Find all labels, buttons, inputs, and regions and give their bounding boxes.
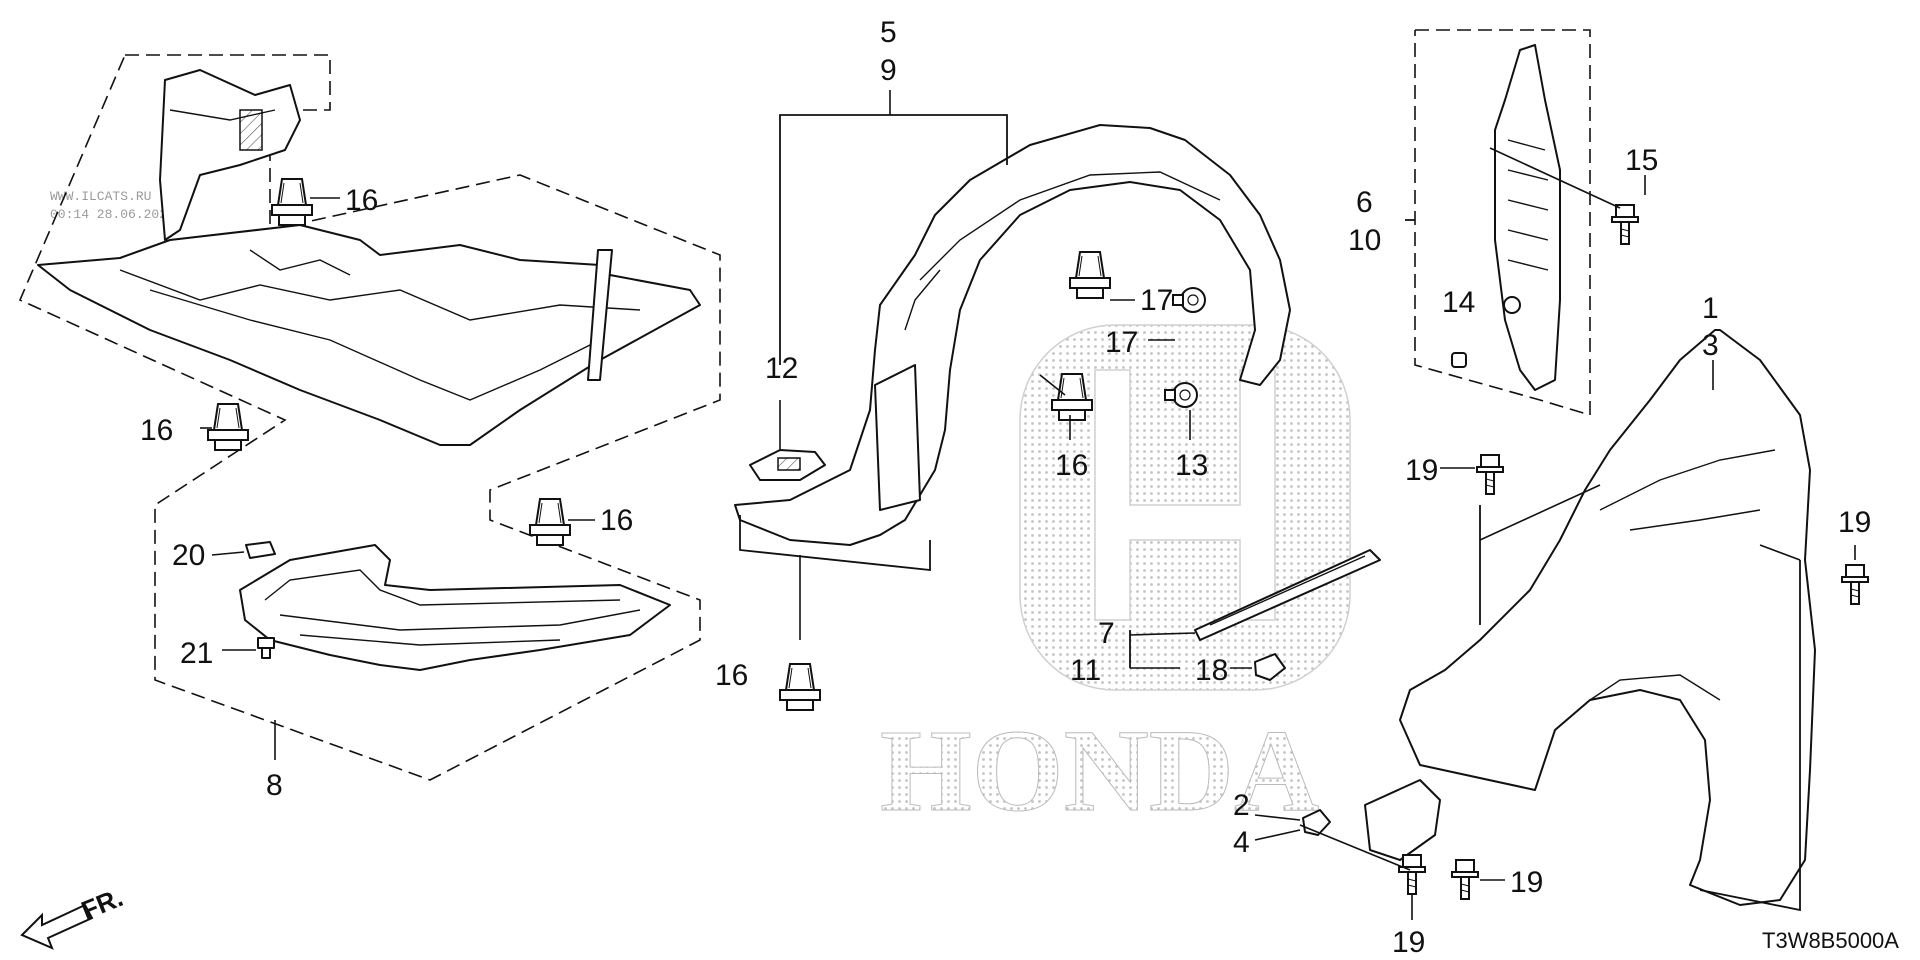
screw-part-21	[257, 637, 275, 659]
callout-2[interactable]: 2	[1233, 789, 1250, 822]
front-direction-indicator: FR.	[20, 882, 127, 950]
clip-part-20	[245, 541, 276, 559]
callout-labels: 5 9 16 16 16 16 16 17 17 13 12 20 21 8 6…	[140, 16, 1871, 959]
front-subframe-cover	[37, 224, 701, 446]
undercover-group	[18, 54, 721, 781]
callout-16-mid[interactable]: 16	[600, 504, 633, 537]
callout-18[interactable]: 18	[1195, 654, 1228, 687]
callout-8[interactable]: 8	[266, 769, 283, 802]
callout-15[interactable]: 15	[1625, 144, 1658, 177]
front-fender-panel	[1399, 329, 1816, 906]
callout-19-right[interactable]: 19	[1838, 506, 1871, 539]
fastener-16-top	[271, 178, 313, 226]
callout-19-upper[interactable]: 19	[1405, 454, 1438, 487]
bolt-19-bottom-right	[1451, 859, 1479, 900]
honda-logo-watermark: HONDA	[880, 324, 1351, 837]
callout-7[interactable]: 7	[1098, 617, 1115, 650]
inner-fender-group	[734, 90, 1291, 711]
fender-bracket-group	[1405, 29, 1646, 417]
watermark-site: WWW.ILCATS.RU	[50, 189, 151, 204]
grommet-part-18	[1254, 653, 1286, 681]
bolt-19-bottom-left	[1398, 854, 1426, 895]
callout-3[interactable]: 3	[1702, 329, 1719, 362]
callout-6[interactable]: 6	[1356, 186, 1373, 219]
callout-21[interactable]: 21	[180, 637, 213, 670]
fastener-17-top	[1069, 251, 1111, 299]
callout-14[interactable]: 14	[1442, 286, 1475, 319]
callout-19-bottom-left[interactable]: 19	[1392, 926, 1425, 959]
callout-11[interactable]: 11	[1070, 654, 1101, 687]
callout-20[interactable]: 20	[172, 539, 205, 572]
bolt-19-upper	[1476, 454, 1504, 495]
callout-16-bottom[interactable]: 16	[715, 659, 748, 692]
callout-16-inner[interactable]: 16	[1055, 449, 1088, 482]
callout-13[interactable]: 13	[1175, 449, 1208, 482]
fastener-16-mid	[529, 498, 571, 546]
fastener-16-bottom	[779, 663, 821, 711]
bolt-part-15	[1611, 204, 1639, 245]
callout-5[interactable]: 5	[880, 16, 897, 49]
honda-wordmark: HONDA	[880, 705, 1319, 836]
bolt-19-right	[1841, 564, 1869, 605]
fender-molding-group	[1129, 549, 1381, 681]
callout-17-top[interactable]: 17	[1140, 284, 1173, 317]
arrow-left-icon	[20, 903, 94, 950]
front-fender-group	[1254, 329, 1869, 920]
callout-10[interactable]: 10	[1348, 224, 1381, 257]
callout-16-top[interactable]: 16	[345, 184, 378, 217]
nut-part-14	[1451, 352, 1467, 368]
callout-19-bottom-right[interactable]: 19	[1510, 866, 1543, 899]
callout-12[interactable]: 12	[765, 352, 798, 385]
rivet-17-lower	[1172, 287, 1206, 313]
front-inner-fender	[734, 124, 1291, 546]
callout-9[interactable]: 9	[880, 54, 897, 87]
callout-16-left[interactable]: 16	[140, 414, 173, 447]
callout-4[interactable]: 4	[1233, 826, 1250, 859]
diagram-code: T3W8B5000A	[1762, 928, 1899, 953]
callout-17-lower[interactable]: 17	[1105, 326, 1138, 359]
callout-1[interactable]: 1	[1702, 292, 1719, 325]
fender-mounting-bracket	[1494, 44, 1561, 391]
fender-molding-strip	[1194, 549, 1381, 641]
watermark-timestamp: 00:14 28.06.2025	[50, 207, 175, 222]
fastener-16-left	[207, 403, 249, 451]
